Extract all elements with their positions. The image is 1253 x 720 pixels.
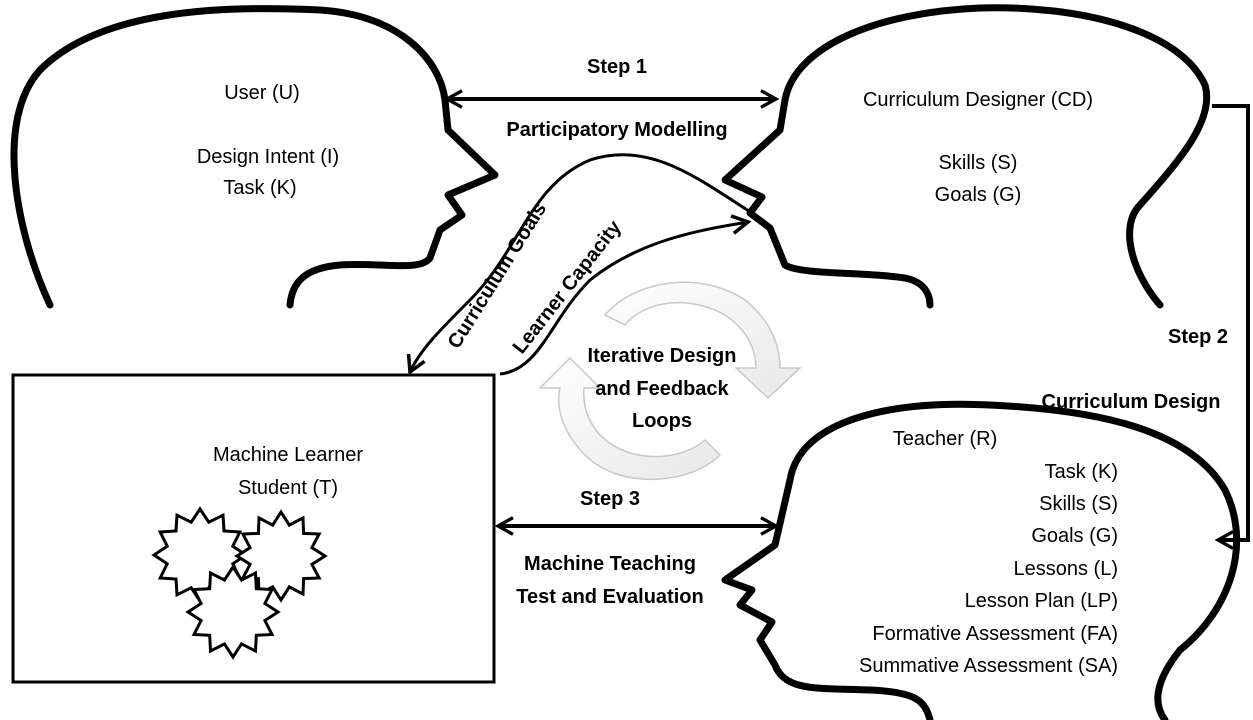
learner-capacity-curve	[499, 222, 748, 376]
teacher-head-outline	[721, 400, 1241, 720]
step1-label: Step 1	[587, 56, 647, 78]
curriculum-goals-curve	[410, 153, 753, 372]
machine-learner-label: Machine Learner	[213, 444, 363, 466]
teacher-title: Teacher (R)	[893, 428, 997, 450]
designer-head-outline	[721, 4, 1211, 309]
user-item: Design Intent (I)	[197, 146, 339, 168]
user-item: Task (K)	[223, 177, 296, 199]
gear-icon	[151, 506, 328, 660]
user-title: User (U)	[224, 82, 300, 104]
step2-caption: Curriculum Design	[1042, 391, 1221, 413]
teacher-item: Skills (S)	[1039, 493, 1118, 515]
designer-title: Curriculum Designer (CD)	[863, 89, 1093, 111]
step3-label: Step 3	[580, 488, 640, 510]
step1-caption: Participatory Modelling	[506, 119, 727, 141]
teacher-item: Lesson Plan (LP)	[965, 590, 1118, 612]
designer-item: Skills (S)	[939, 152, 1018, 174]
cycle-label: and Feedback	[595, 378, 729, 400]
teacher-item: Formative Assessment (FA)	[872, 623, 1118, 645]
cycle-label: Loops	[632, 410, 692, 432]
student-label: Student (T)	[238, 477, 338, 499]
teacher-item: Goals (G)	[1031, 525, 1118, 547]
cycle-label: Iterative Design	[588, 345, 737, 367]
teacher-item: Lessons (L)	[1014, 558, 1119, 580]
step2-label: Step 2	[1168, 326, 1228, 348]
user-head-outline	[10, 5, 499, 309]
cycle-icon	[538, 281, 802, 481]
step2-arrow	[1212, 104, 1250, 540]
teacher-item: Task (K)	[1045, 461, 1118, 483]
designer-item: Goals (G)	[935, 184, 1022, 206]
step3-caption: Machine Teaching	[524, 553, 696, 575]
step3-caption: Test and Evaluation	[516, 586, 703, 608]
teacher-item: Summative Assessment (SA)	[859, 655, 1118, 677]
